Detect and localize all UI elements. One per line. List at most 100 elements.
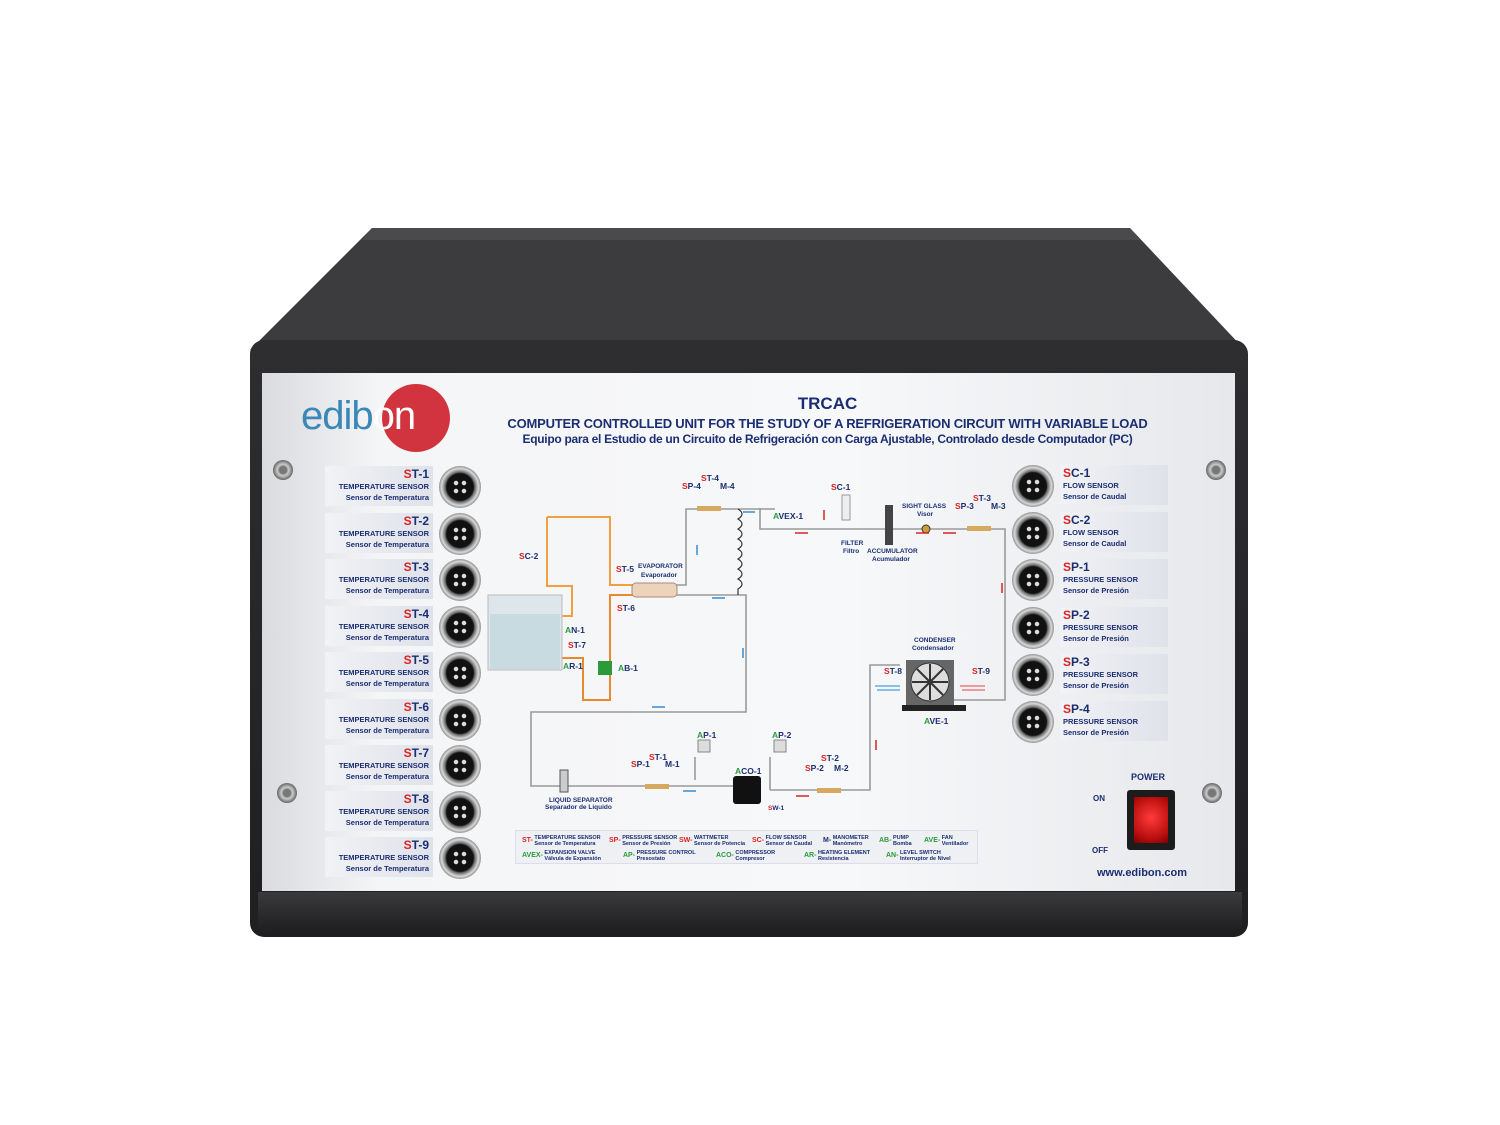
sensor-connector-socket[interactable] — [1012, 607, 1054, 649]
evaporator — [631, 582, 678, 598]
tag-ap2: AP-2 — [772, 730, 792, 740]
tag-st2: ST-2 — [821, 753, 839, 763]
coil — [736, 508, 743, 595]
tag-m2: M-2 — [834, 763, 849, 773]
tag-sp4: SP-4 — [682, 481, 701, 491]
website-link: www.edibon.com — [1097, 867, 1188, 879]
legend-code: AVE- — [924, 837, 941, 844]
pressure-control — [697, 739, 711, 753]
connector-label: ST-5 TEMPERATURE SENSOR Sensor de Temper… — [325, 652, 433, 692]
sensor-connector-socket[interactable] — [1012, 465, 1054, 507]
logo-text: edib — [301, 394, 374, 438]
sensor-connector-socket[interactable] — [1012, 512, 1054, 554]
tag-sw1: SW-1 — [768, 805, 785, 812]
tag-sc1: SC-1 — [831, 482, 851, 492]
connector-code: ST-5 — [403, 653, 429, 667]
tag-sp3: SP-3 — [955, 501, 974, 511]
connector-desc-es: Sensor de Caudal — [1063, 492, 1127, 501]
evaporator-label: EVAPORATOR — [638, 563, 683, 570]
connector-desc-es: Sensor de Temperatura — [345, 818, 429, 827]
pipe — [759, 508, 1006, 701]
connector-code: SC-2 — [1063, 513, 1091, 527]
sensor-connector-socket[interactable] — [439, 559, 481, 601]
tag-ap1: AP-1 — [697, 730, 717, 740]
connector-label: ST-7 TEMPERATURE SENSOR Sensor de Temper… — [325, 745, 433, 785]
connector-desc-en: TEMPERATURE SENSOR — [338, 575, 429, 584]
sight-glass-label: SIGHT GLASS — [902, 503, 947, 510]
flow-sensor — [841, 494, 851, 521]
sensor-connector-socket[interactable] — [439, 745, 481, 787]
tag-st9: ST-9 — [972, 666, 990, 676]
sensor-connector-socket[interactable] — [1012, 559, 1054, 601]
sensor-connector-socket[interactable] — [1012, 654, 1054, 696]
screw-icon — [277, 783, 297, 803]
connector-code: SP-2 — [1063, 608, 1090, 622]
legend-code: AVEX- — [522, 852, 543, 859]
connector-desc-es: Sensor de Caudal — [1063, 539, 1127, 548]
connector-desc-es: Sensor de Temperatura — [345, 586, 429, 595]
sensor-connector-socket[interactable] — [439, 606, 481, 648]
pump — [598, 661, 612, 675]
sensor-connector-socket[interactable] — [439, 466, 481, 508]
screw-icon — [1206, 460, 1226, 480]
legend-es: Bomba — [892, 841, 912, 847]
connector-desc-en: TEMPERATURE SENSOR — [338, 761, 429, 770]
connector-label: SP-3 PRESSURE SENSOR Sensor de Presión — [1060, 654, 1168, 694]
tag-sp2: SP-2 — [805, 763, 824, 773]
tag-an1: AN-1 — [565, 625, 585, 635]
connector-desc-en: TEMPERATURE SENSOR — [338, 622, 429, 631]
legend-en: FLOW SENSOR — [765, 835, 807, 841]
legend-es: Válvula de Expansión — [544, 856, 601, 862]
legend-en: PUMP — [892, 835, 909, 841]
legend-es: Sensor de Presión — [622, 841, 671, 847]
tag-sc2: SC-2 — [519, 551, 539, 561]
connector-desc-en: PRESSURE SENSOR — [1063, 670, 1139, 679]
legend-en: HEATING ELEMENT — [817, 850, 871, 856]
connector-code: SC-1 — [1063, 466, 1091, 480]
legend-es: Sensor de Potencia — [694, 841, 746, 847]
connector-desc-en: TEMPERATURE SENSOR — [338, 715, 429, 724]
legend-en: COMPRESSOR — [735, 850, 776, 856]
tag-st8: ST-8 — [884, 666, 902, 676]
screw-icon — [1202, 783, 1222, 803]
connector-desc-en: PRESSURE SENSOR — [1063, 623, 1139, 632]
title-spanish: Equipo para el Estudio de un Circuito de… — [522, 432, 1133, 446]
connector-code: SP-4 — [1063, 702, 1090, 716]
liquid-separator — [559, 769, 569, 793]
legend-es: Manómetro — [832, 841, 863, 847]
connector-desc-en: TEMPERATURE SENSOR — [338, 529, 429, 538]
sensor-connector-socket[interactable] — [439, 513, 481, 555]
water-pipe — [546, 517, 573, 617]
tag-ar1: AR-1 — [563, 661, 583, 671]
power-switch-rocker[interactable] — [1134, 797, 1168, 843]
legend-es: Presostato — [636, 856, 666, 862]
connector-desc-es: Sensor de Presión — [1063, 634, 1129, 643]
connector-desc-es: Sensor de Temperatura — [345, 772, 429, 781]
sensor-connector-socket[interactable] — [439, 652, 481, 694]
sensor-connector-socket[interactable] — [439, 699, 481, 741]
tag-st4: ST-4 — [701, 473, 719, 483]
model-title: TRCAC — [797, 394, 858, 413]
logo-circle — [382, 384, 450, 452]
sensor-connector-socket[interactable] — [439, 837, 481, 879]
power-switch[interactable] — [1127, 790, 1175, 850]
evaporator-label-es: Evaporador — [641, 572, 678, 579]
filter-label: FILTER — [841, 540, 864, 547]
tag-m4: M-4 — [720, 481, 735, 491]
legend-en: PRESSURE CONTROL — [636, 850, 696, 856]
compressor — [733, 776, 761, 804]
pipe — [530, 594, 747, 787]
sensor-connector-socket[interactable] — [1012, 701, 1054, 743]
bottom-lip — [258, 892, 1242, 936]
legend-es: Compresor — [735, 856, 765, 862]
sight-glass — [921, 524, 931, 534]
sensor-connector-socket[interactable] — [439, 791, 481, 833]
